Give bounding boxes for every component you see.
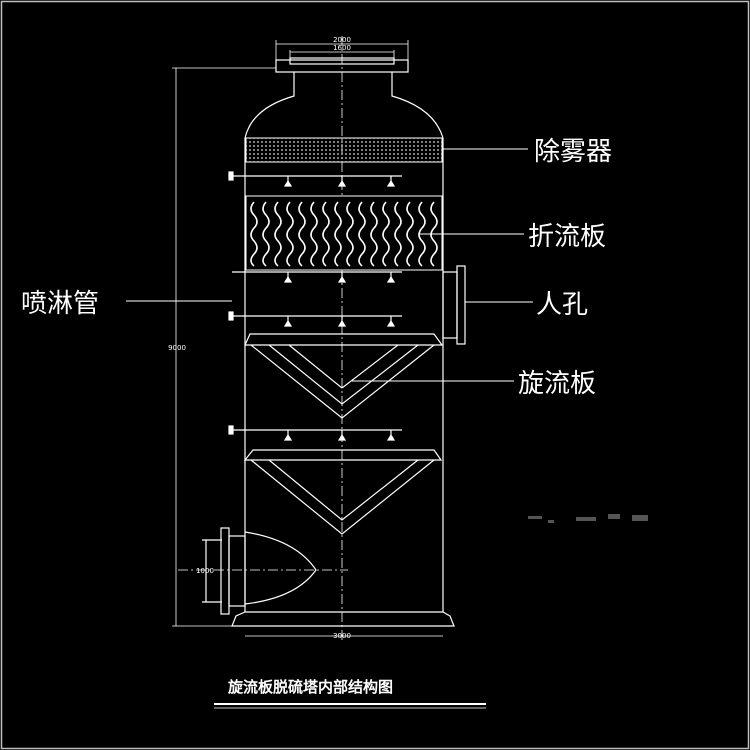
label-swirl-plate: 旋流板 — [518, 369, 596, 399]
label-demister: 除雾器 — [534, 137, 612, 167]
baffle-block — [245, 195, 443, 271]
dim-height: 9000 — [168, 344, 186, 352]
spray-pipe-upper-swirl — [228, 311, 402, 327]
label-baffle: 折流板 — [528, 222, 606, 252]
dim-inlet: 1000 — [196, 567, 214, 575]
demister-pad — [245, 137, 443, 163]
gas-inlet — [178, 527, 348, 615]
drawing-title: 旋流板脱硫塔内部结构图 — [227, 678, 393, 696]
spray-pipe-top — [228, 171, 402, 187]
spray-pipe-lower — [228, 425, 402, 441]
leader-lines — [126, 148, 533, 382]
label-spray-pipe: 喷淋管 — [21, 289, 99, 319]
spray-pipe-middle — [232, 271, 402, 283]
label-manhole: 人孔 — [536, 290, 588, 320]
swirl-plate-upper — [244, 333, 444, 419]
faint-marks — [528, 514, 648, 523]
height-dimension — [172, 67, 276, 627]
tower-shell — [231, 84, 455, 627]
swirl-plate-lower — [243, 449, 443, 535]
dim-base: 3000 — [333, 632, 351, 640]
dim-top-inner: 1600 — [333, 44, 351, 52]
manhole — [442, 265, 466, 345]
